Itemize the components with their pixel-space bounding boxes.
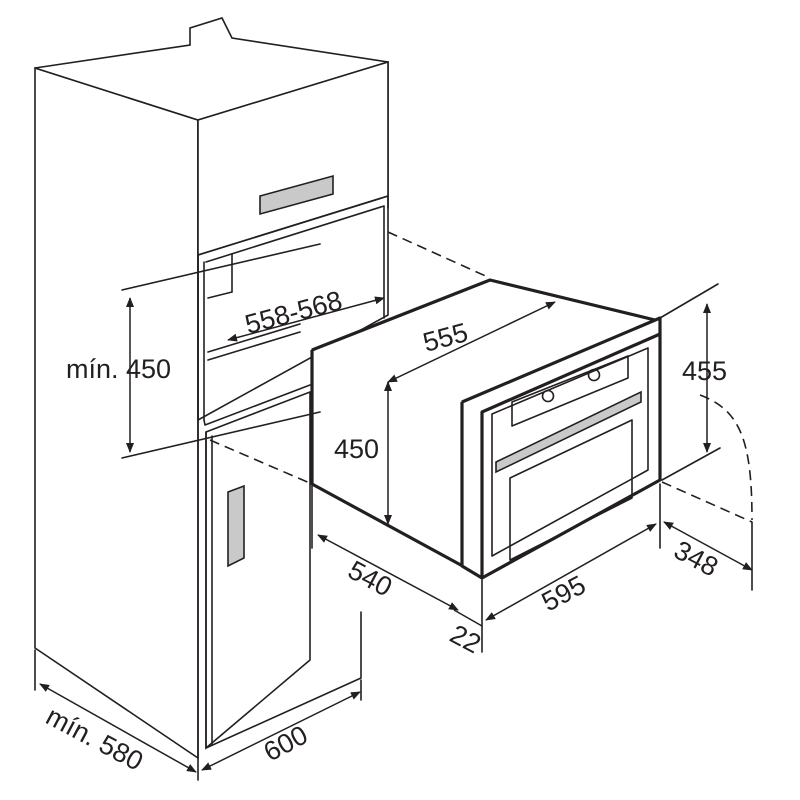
label-oven-height-side: 450 xyxy=(334,434,379,464)
label-front-height: 455 xyxy=(682,356,727,386)
label-oven-depth: 540 xyxy=(343,555,397,603)
label-front-width: 595 xyxy=(537,570,591,618)
label-cavity-min-height: mín. 450 xyxy=(66,354,171,384)
control-knob-right[interactable] xyxy=(587,368,601,382)
dimension-lines xyxy=(34,243,753,781)
upper-cabinet-door xyxy=(197,60,389,257)
label-door-swing: 348 xyxy=(669,535,723,583)
oven-front-panel xyxy=(460,316,662,580)
oven-door-handle[interactable] xyxy=(495,390,642,474)
lower-cabinet-door xyxy=(205,390,362,750)
label-cabinet-width: 600 xyxy=(259,720,313,768)
projection-lines xyxy=(209,231,753,523)
upper-door-handle xyxy=(259,174,334,216)
lower-door-handle xyxy=(227,484,245,568)
control-knob-left[interactable] xyxy=(541,389,555,403)
label-cavity-width: 558-568 xyxy=(242,285,345,340)
